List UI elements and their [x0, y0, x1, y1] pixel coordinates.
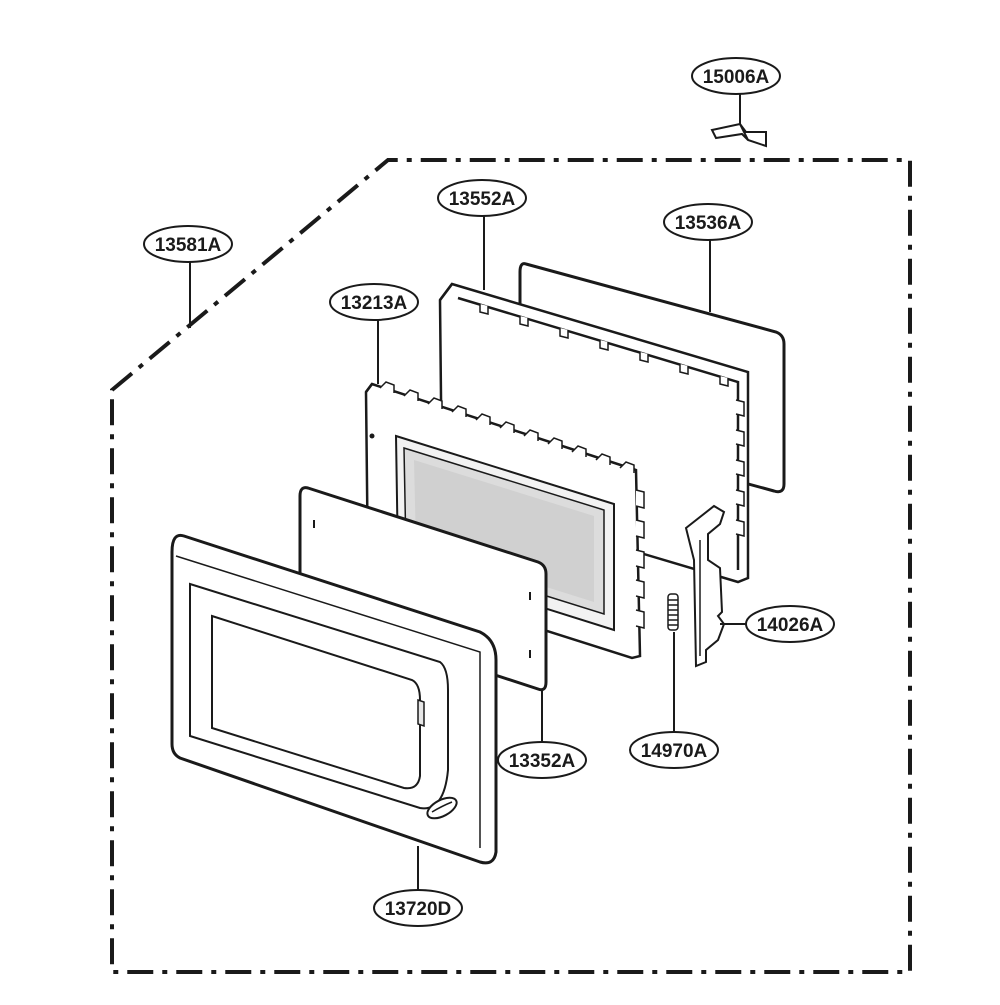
- callout-14026A[interactable]: 14026A: [745, 605, 835, 643]
- callout-13213A[interactable]: 13213A: [329, 283, 419, 321]
- spring-part-14970A: [667, 593, 679, 631]
- door-front-part-13720D: [170, 533, 498, 865]
- callout-label-13581A: 13581A: [155, 235, 222, 256]
- callout-label-14970A: 14970A: [641, 741, 708, 762]
- leader-lines: [189, 94, 746, 890]
- callout-label-14026A: 14026A: [757, 615, 824, 636]
- bracket-part-15006A: [710, 122, 767, 148]
- callout-label-13552A: 13552A: [449, 189, 516, 210]
- callout-13581A[interactable]: 13581A: [143, 225, 233, 263]
- callout-13720D[interactable]: 13720D: [373, 889, 463, 927]
- callout-label-13213A: 13213A: [341, 293, 408, 314]
- callout-label-13352A: 13352A: [509, 751, 576, 772]
- latch-lever-part-14026A: [684, 504, 726, 668]
- callout-13552A[interactable]: 13552A: [437, 179, 527, 217]
- callout-15006A[interactable]: 15006A: [691, 57, 781, 95]
- callout-label-15006A: 15006A: [703, 67, 770, 88]
- assembly-boundary: [110, 158, 912, 974]
- callout-13352A[interactable]: 13352A: [497, 741, 587, 779]
- callout-14970A[interactable]: 14970A: [629, 731, 719, 769]
- callout-label-13536A: 13536A: [675, 213, 742, 234]
- callout-13536A[interactable]: 13536A: [663, 203, 753, 241]
- callout-label-13720D: 13720D: [385, 899, 452, 920]
